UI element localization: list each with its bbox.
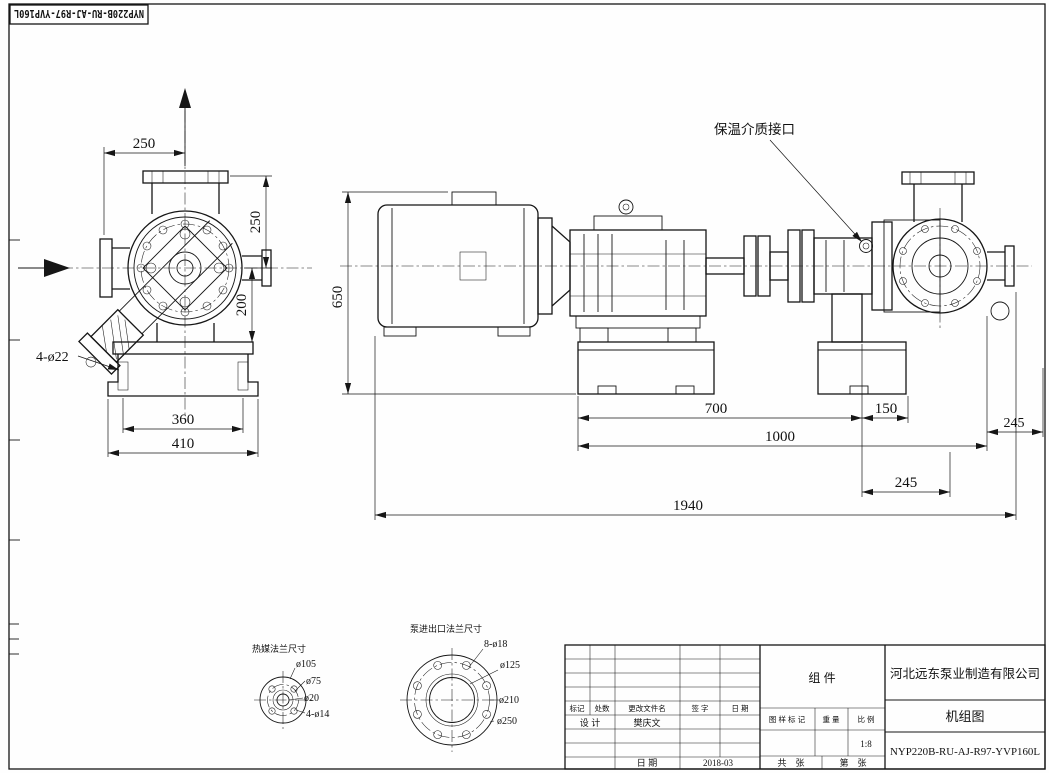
scale-label: 比 例 — [857, 714, 874, 724]
flange-dim: 8-ø18 — [484, 639, 507, 650]
front-view: 250 250 200 4-ø22 360 410 — [18, 88, 312, 457]
detail-title: 热媒法兰尺寸 — [252, 643, 306, 654]
dim-text: 650 — [330, 286, 346, 309]
dim-650: 650 — [330, 191, 576, 395]
callout-text: 保温介质接口 — [714, 121, 795, 137]
gearbox — [569, 199, 745, 343]
dim-410: 410 — [107, 399, 259, 457]
flange-dim: ø105 — [296, 659, 316, 670]
dim-1940: 1940 — [374, 292, 1017, 520]
dim-245-lower: 245 — [862, 452, 951, 497]
weight-label: 重 量 — [822, 715, 840, 724]
callout-foundation-holes: 4-ø22 — [36, 350, 120, 371]
dim-250-top: 250 — [103, 136, 185, 235]
flange-dim: 4-ø14 — [306, 709, 329, 720]
stamp-label: 图 样 标 记 — [769, 714, 806, 724]
flow-arrow-up-icon — [179, 88, 191, 166]
motor — [377, 191, 539, 337]
dim-text: 1940 — [673, 498, 703, 514]
pump-base-front — [107, 323, 259, 397]
pump-side — [813, 171, 1015, 343]
flange-dim: ø210 — [499, 695, 519, 706]
dim-250-right: 250 — [230, 175, 272, 269]
dim-text: 360 — [172, 412, 195, 428]
rev-col-date: 日 期 — [731, 704, 748, 713]
dim-700: 700 — [577, 344, 863, 497]
drawing-title: 机组图 — [945, 709, 984, 724]
designer-name: 樊庆文 — [633, 717, 660, 728]
title-block: 标记 处数 更改文件名 签 字 日 期 设 计 樊庆文 日 期 2018-03 … — [564, 644, 1046, 770]
drawing-number: NYP220B-RU-AJ-R97-YVP160L — [890, 747, 1040, 758]
border-part-number: NYP220B-RU-AJ-R97-YVP160L — [14, 7, 144, 20]
scale-value: 1:8 — [860, 739, 872, 749]
dim-text: 200 — [234, 294, 250, 317]
pump-suction-flange — [987, 245, 1015, 287]
sheet-number: 第 张 — [839, 757, 866, 768]
assembly-label: 组 件 — [808, 671, 835, 685]
dim-text: 150 — [875, 401, 898, 417]
side-view: 保温介质接口 650 700 150 1000 — [330, 121, 1044, 520]
dim-text: 410 — [172, 436, 195, 452]
dim-text: 250 — [133, 136, 156, 152]
flange-dim: ø75 — [306, 676, 321, 687]
dim-text: 700 — [705, 401, 728, 417]
border-part-number-box: NYP220B-RU-AJ-R97-YVP160L — [9, 4, 149, 25]
flow-arrow-in-icon — [18, 259, 70, 277]
left-flange — [99, 238, 130, 298]
callout-heating-port: 保温介质接口 — [714, 121, 863, 243]
rev-col-mark: 标记 — [570, 703, 585, 713]
design-label: 设 计 — [580, 717, 601, 728]
dim-360: 360 — [122, 398, 244, 433]
callout-text: 4-ø22 — [36, 350, 69, 365]
dim-text: 245 — [895, 475, 918, 491]
pump-casing-front — [127, 210, 243, 326]
date-value: 2018-03 — [703, 758, 733, 768]
rev-col-sign: 签 字 — [691, 703, 708, 713]
date-label: 日 期 — [637, 758, 658, 768]
dim-1000: 1000 — [578, 316, 988, 451]
flange-dim: ø20 — [304, 693, 319, 704]
sheet-frame: NYP220B-RU-AJ-R97-YVP160L — [8, 3, 1046, 770]
flange-dim: ø250 — [497, 716, 517, 727]
flange-dim: ø125 — [500, 660, 520, 671]
dim-245-upper: 245 — [987, 368, 1044, 437]
pump-top-flange — [901, 171, 975, 222]
dim-text: 250 — [248, 211, 264, 234]
dim-text: 1000 — [765, 429, 795, 445]
heating-medium-port — [859, 239, 873, 253]
rev-col-count: 处数 — [595, 703, 610, 713]
detail-title: 泵进出口法兰尺寸 — [410, 623, 482, 634]
dim-150: 150 — [862, 396, 909, 423]
company-name: 河北远东泵业制造有限公司 — [890, 667, 1040, 681]
dim-text: 245 — [1004, 416, 1025, 431]
dim-200-right: 200 — [234, 268, 256, 342]
sheets-total: 共 张 — [777, 758, 804, 768]
drain-plug — [990, 301, 1010, 321]
top-flange — [142, 170, 229, 214]
heat-flange-detail: 热媒法兰尺寸 ø105 ø75 ø20 4-ø14 — [252, 643, 329, 729]
port-flange-detail: 泵进出口法兰尺寸 8-ø18 ø125 ø210 ø250 — [400, 623, 520, 752]
baseplate — [577, 341, 907, 395]
relief-valve — [78, 220, 233, 375]
rev-col-file: 更改文件名 — [628, 703, 666, 713]
